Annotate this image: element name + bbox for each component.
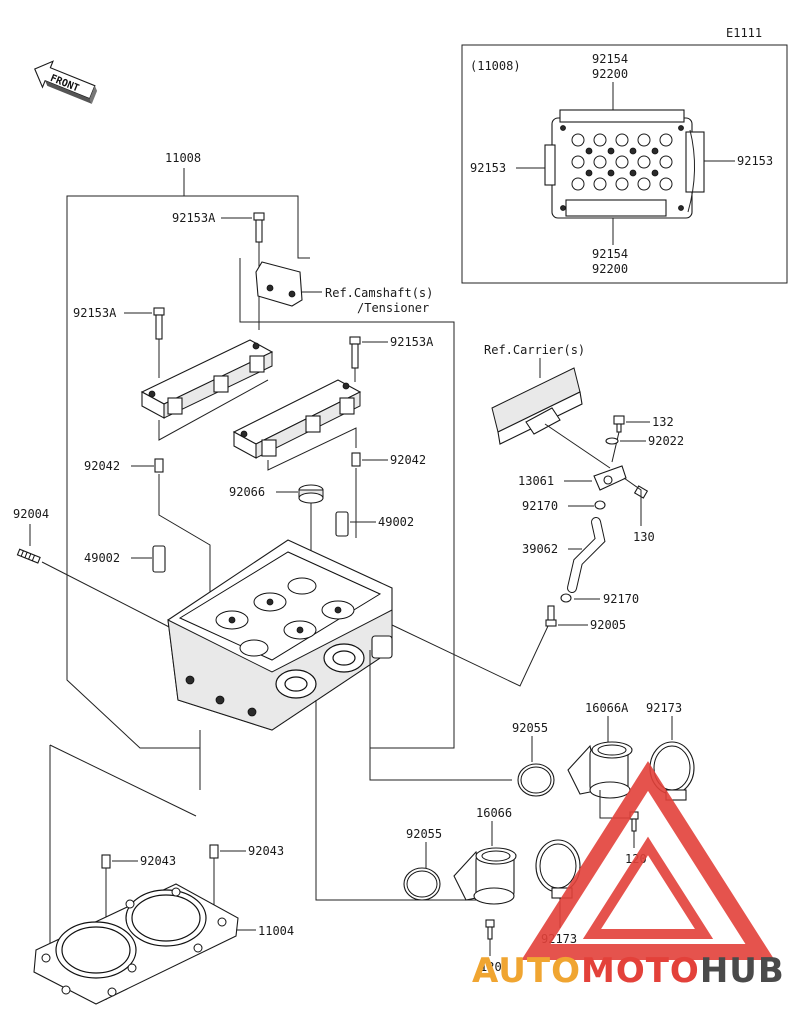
stud-92004 <box>16 548 41 564</box>
clamp-92170-upper <box>594 500 606 510</box>
clamp-92173-upper <box>649 741 695 801</box>
bolt-120-lower <box>485 919 495 940</box>
label-39062: 39062 <box>522 542 558 556</box>
label-132: 132 <box>652 415 674 429</box>
label-92153A-right: 92153A <box>390 335 434 349</box>
bolt-92153A-left <box>153 307 165 340</box>
dowel-92042-left <box>154 458 164 473</box>
label-ref-carrier: Ref.Carrier(s) <box>484 343 585 357</box>
inset-head-drawing <box>544 109 705 219</box>
watermark-part1: AUTO <box>472 951 581 991</box>
inset-label-bottom-a: 92154 <box>592 247 628 261</box>
label-11004: 11004 <box>258 924 294 938</box>
label-92022: 92022 <box>648 434 684 448</box>
watermark-part3: HUB <box>700 951 785 991</box>
label-49002-left: 49002 <box>84 551 120 565</box>
plug-92066 <box>298 484 324 504</box>
inset-label-top-b: 92200 <box>592 67 628 81</box>
fitting-92005 <box>545 605 557 627</box>
label-92055-lower: 92055 <box>406 827 442 841</box>
bolt-92153A-top <box>253 212 265 243</box>
label-130: 130 <box>633 530 655 544</box>
guide-49002-left <box>152 545 166 573</box>
intake-holder-16066 <box>453 847 517 905</box>
label-92170-upper: 92170 <box>522 499 558 513</box>
label-16066A: 16066A <box>585 701 629 715</box>
label-92173-upper: 92173 <box>646 701 682 715</box>
inset-label-left: 92153 <box>470 161 506 175</box>
label-92153A-top: 92153A <box>172 211 216 225</box>
label-92042-left: 92042 <box>84 459 120 473</box>
label-92066: 92066 <box>229 485 265 499</box>
label-92043-right: 92043 <box>248 844 284 858</box>
oring-92055-lower <box>403 867 441 901</box>
inset-cylinder-head-top-view: (11008) 92154 92200 92153 92153 92154 92… <box>461 44 788 284</box>
dowel-92043-right <box>209 844 219 859</box>
bolt-132 <box>613 415 625 433</box>
guide-49002-right <box>335 511 349 537</box>
label-120-lower: 120 <box>480 960 502 974</box>
cylinder-head-11008 <box>167 539 393 731</box>
fitting-13061 <box>593 465 627 491</box>
label-49002-right: 49002 <box>378 515 414 529</box>
dowel-92042-right <box>351 452 361 467</box>
label-ref-camshaft: Ref.Camshaft(s) <box>325 286 433 300</box>
label-92153A-left: 92153A <box>73 306 117 320</box>
tensioner-bracket <box>255 261 303 307</box>
label-92170-lower: 92170 <box>603 592 639 606</box>
camshaft-holder-left <box>140 339 274 419</box>
automotohub-watermark-logo <box>521 761 775 960</box>
clamp-92170-lower <box>560 593 572 603</box>
washer-92022 <box>605 437 619 445</box>
inset-label-top-a: 92154 <box>592 52 628 66</box>
clamp-92173-lower <box>535 839 581 899</box>
intake-holder-16066A <box>567 741 633 799</box>
camshaft-holder-right <box>232 379 362 459</box>
bolt-92153A-right <box>349 336 361 369</box>
label-92055-upper: 92055 <box>512 721 548 735</box>
diagram-code: E1111 <box>726 26 762 40</box>
label-ref-tensioner: /Tensioner <box>357 301 429 315</box>
svg-text:AUTOMOTOHUB: AUTOMOTOHUB <box>472 951 785 991</box>
label-13061: 13061 <box>518 474 554 488</box>
watermark-part2: MOTO <box>581 951 700 991</box>
label-92042-right: 92042 <box>390 453 426 467</box>
inset-ref-label: (11008) <box>470 59 521 73</box>
head-gasket-11004 <box>33 883 239 1005</box>
label-92043-left: 92043 <box>140 854 176 868</box>
label-16066: 16066 <box>476 806 512 820</box>
label-11008: 11008 <box>165 151 201 165</box>
inset-label-bottom-b: 92200 <box>592 262 628 276</box>
oring-92055-upper <box>517 763 555 797</box>
carrier-reference <box>491 367 583 445</box>
front-arrow-icon: FRONT <box>34 60 98 104</box>
label-92004: 92004 <box>13 507 49 521</box>
inset-label-right: 92153 <box>737 154 773 168</box>
label-92005: 92005 <box>590 618 626 632</box>
dowel-92043-left <box>101 854 111 869</box>
